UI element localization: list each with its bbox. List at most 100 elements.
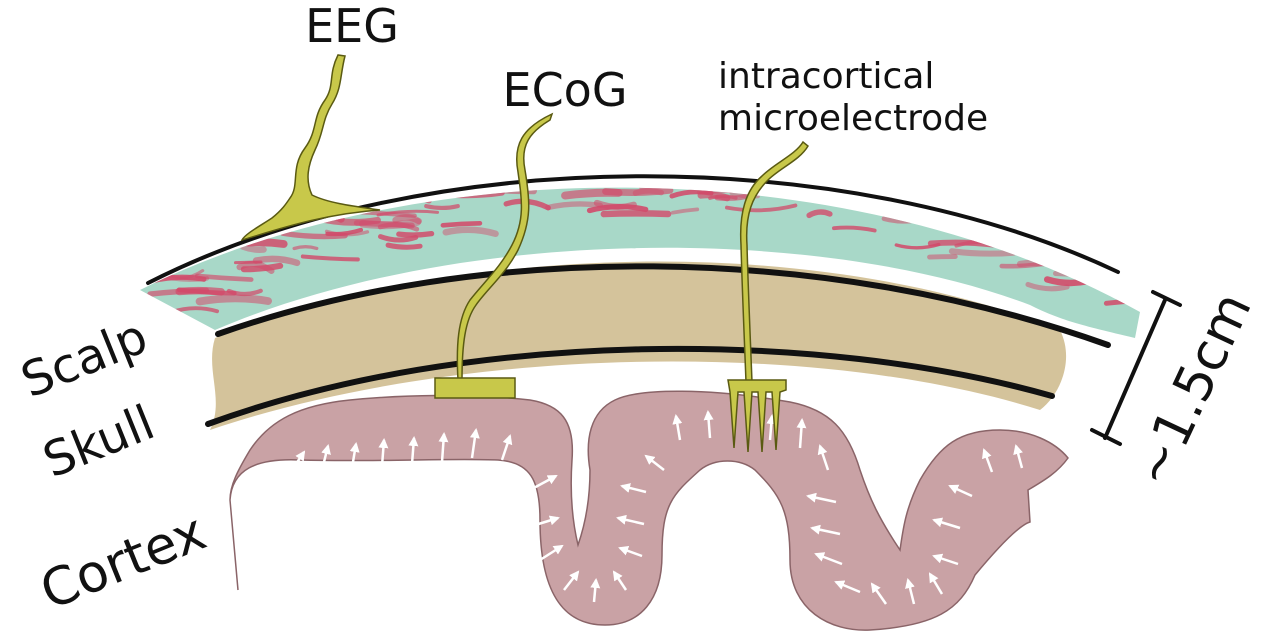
microelectrode-label-line2: microelectrode <box>718 98 988 139</box>
dipole-arrow <box>796 418 807 449</box>
eeg-label: EEG <box>305 0 399 53</box>
scalp-texture-streak <box>300 254 360 262</box>
dipole-arrow <box>261 515 296 530</box>
dipole-arrow <box>817 444 830 471</box>
dipole-arrow <box>290 450 306 471</box>
scalp-texture-streak <box>536 172 562 175</box>
scalp-texture-streak <box>816 187 881 191</box>
dipole-arrow <box>806 492 837 504</box>
skull-cortex-line <box>205 345 1055 427</box>
scalp-texture-streak <box>634 179 659 183</box>
scalp-texture-streak <box>176 287 237 296</box>
dipole-arrow <box>810 524 841 536</box>
cortex-shape <box>229 390 1069 631</box>
dipole-arrow <box>378 438 389 467</box>
dipole-arrow <box>620 483 647 494</box>
skull-label: Skull <box>36 395 163 490</box>
scalp-texture-streak <box>240 262 284 273</box>
scalp-texture-streak <box>927 239 998 248</box>
dipole-arrow <box>269 476 298 496</box>
dipole-arrow <box>672 414 683 441</box>
dipole-arrow <box>618 546 643 558</box>
scalp-texture-streak <box>670 207 700 215</box>
scalp-texture-streak <box>602 187 674 196</box>
dipole-arrow <box>438 432 449 463</box>
scalp-texture-streak <box>195 294 272 306</box>
dipole-arrow <box>644 454 665 471</box>
dipole-arrow <box>590 578 601 603</box>
scalp-texture-streak <box>385 242 423 250</box>
dipole-arrow <box>612 570 628 591</box>
dipole-arrow <box>408 436 419 465</box>
dipole-arrow <box>928 572 944 595</box>
dipole-arrow <box>500 434 513 461</box>
microelectrode <box>727 140 809 453</box>
scalp-texture-streak <box>1090 272 1140 284</box>
scalp-texture-streak <box>1025 281 1070 292</box>
skull-layer <box>210 261 1067 430</box>
dipole-arrow <box>932 517 961 530</box>
dipole-arrow <box>320 444 331 471</box>
scalp-texture-streak <box>881 212 935 224</box>
dipole-arrow <box>814 552 843 566</box>
scalp-outer-line <box>146 174 1120 285</box>
dipole-arrow <box>870 582 888 605</box>
dipole-arrow <box>834 580 861 594</box>
scalp-texture-streak <box>252 255 301 267</box>
dipole-arrow <box>948 484 973 498</box>
eeg-electrode <box>240 54 381 242</box>
scale-label: ~1.5cm <box>1122 284 1263 496</box>
ecog-pad <box>434 377 516 399</box>
scalp-texture-streak <box>244 238 288 248</box>
dipole-arrow <box>531 515 560 528</box>
dipole-arrow <box>932 553 959 566</box>
scalp-label: Scalp <box>14 308 156 409</box>
scalp-texture-streak <box>377 234 419 243</box>
scalp-texture-streak <box>806 209 833 219</box>
scalp-texture-streak <box>694 167 753 169</box>
scalp-texture-streak <box>239 243 267 253</box>
scalp-texture-streak <box>442 226 499 237</box>
scalp-texture-streak <box>600 210 672 218</box>
dipole-arrow <box>257 581 292 594</box>
dipole-arrow <box>349 442 360 469</box>
scalp-texture-streak <box>831 225 877 233</box>
dipole-arrow <box>982 448 994 473</box>
dipole-arrow <box>257 549 292 562</box>
scale-bar <box>1090 290 1182 446</box>
scalp-texture-streak <box>452 189 505 199</box>
scalp-texture-streak <box>325 227 364 237</box>
scalp-texture-streak <box>1043 276 1091 287</box>
scalp-texture-streak <box>586 204 649 214</box>
scalp-texture-streak <box>708 194 738 200</box>
scalp-texture-streak <box>280 230 348 240</box>
ecog-label: ECoG <box>503 63 628 117</box>
dipole-arrow <box>529 474 558 492</box>
scalp-texture-streak <box>392 214 422 225</box>
layer-boundaries <box>146 174 1120 427</box>
scalp-texture-streak <box>948 248 1017 257</box>
microelectrode-head <box>727 379 787 453</box>
scalp-texture-streak <box>353 220 415 229</box>
dipole-arrow <box>469 428 480 459</box>
dipole-arrow <box>905 578 916 605</box>
microelectrode-label-line1: intracortical <box>718 56 934 97</box>
dipole-arrow <box>1013 444 1024 469</box>
scalp-texture-streak <box>440 220 483 228</box>
dipole-arrow <box>563 570 580 591</box>
scalp-texture-streak <box>424 204 460 211</box>
scalp-skull-line <box>215 263 1111 348</box>
cortex-label: Cortex <box>32 502 214 622</box>
ecog-electrode <box>434 112 554 399</box>
scalp-texture-streak <box>1053 270 1128 279</box>
scalp-texture-streak <box>696 189 759 195</box>
dipole-arrow <box>616 514 645 526</box>
scalp-texture-streak <box>638 187 705 190</box>
scalp-texture-streak <box>292 245 319 251</box>
scalp-texture-streak <box>396 230 435 238</box>
dipole-arrow <box>539 544 564 562</box>
dipole-arrow <box>766 414 777 441</box>
cortex-dipole-arrows <box>257 410 1024 605</box>
dipole-arrow <box>703 410 714 439</box>
